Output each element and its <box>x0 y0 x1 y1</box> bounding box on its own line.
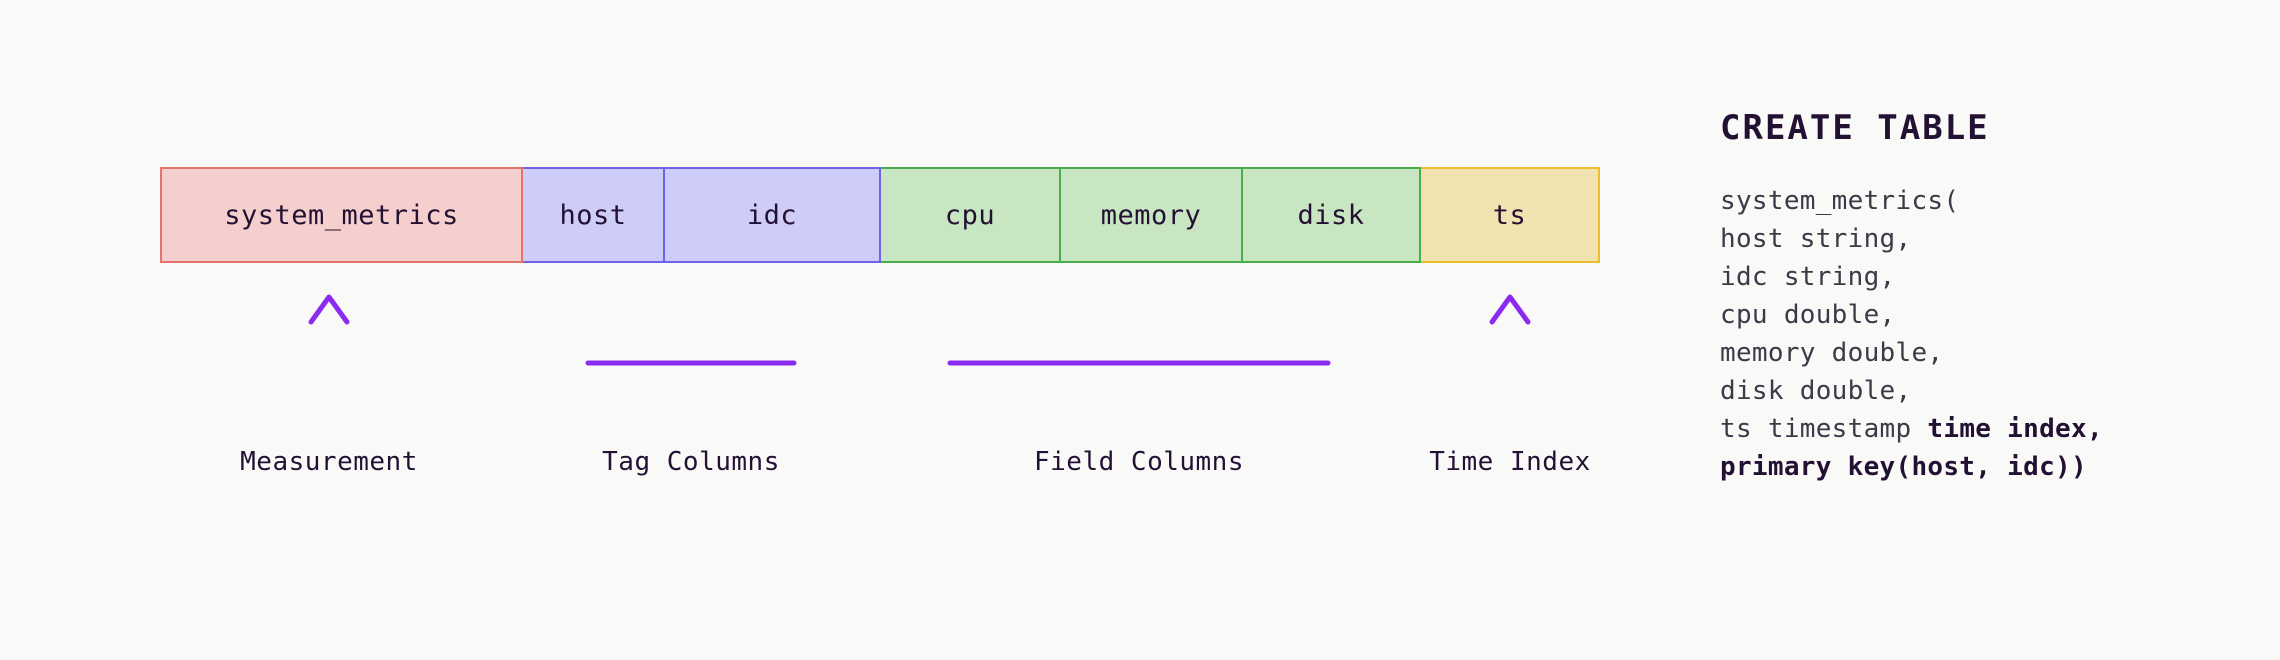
bracket-field-columns-icon <box>947 299 1331 418</box>
schema-bar: system_metrics host idc cpu memory disk … <box>160 167 1600 263</box>
label-measurement: Measurement <box>240 447 418 477</box>
cell-system-metrics[interactable]: system_metrics <box>224 199 459 231</box>
cell-idc[interactable]: idc <box>663 169 879 261</box>
group-tag-columns: host idc <box>523 167 881 263</box>
bracket-tag-columns-icon <box>585 299 797 418</box>
sql-panel: CREATE TABLE system_metrics( host string… <box>1720 108 2240 486</box>
arrow-time-index-icon <box>1489 294 1531 412</box>
sql-title: CREATE TABLE <box>1720 108 1990 148</box>
cell-host[interactable]: host <box>559 199 627 231</box>
cell-memory[interactable]: memory <box>1059 169 1241 261</box>
arrow-measurement-icon <box>308 294 350 412</box>
label-tag-columns: Tag Columns <box>602 447 780 477</box>
group-measurement: system_metrics <box>160 167 523 263</box>
group-field-columns: cpu memory disk <box>881 167 1421 263</box>
label-time-index: Time Index <box>1429 447 1591 477</box>
sql-statement[interactable]: system_metrics( host string, idc string,… <box>1720 186 2103 482</box>
cell-ts[interactable]: ts <box>1492 199 1527 231</box>
label-field-columns: Field Columns <box>1034 447 1244 477</box>
cell-cpu[interactable]: cpu <box>944 199 996 231</box>
group-time-index: ts <box>1421 167 1600 263</box>
cell-disk[interactable]: disk <box>1241 169 1419 261</box>
